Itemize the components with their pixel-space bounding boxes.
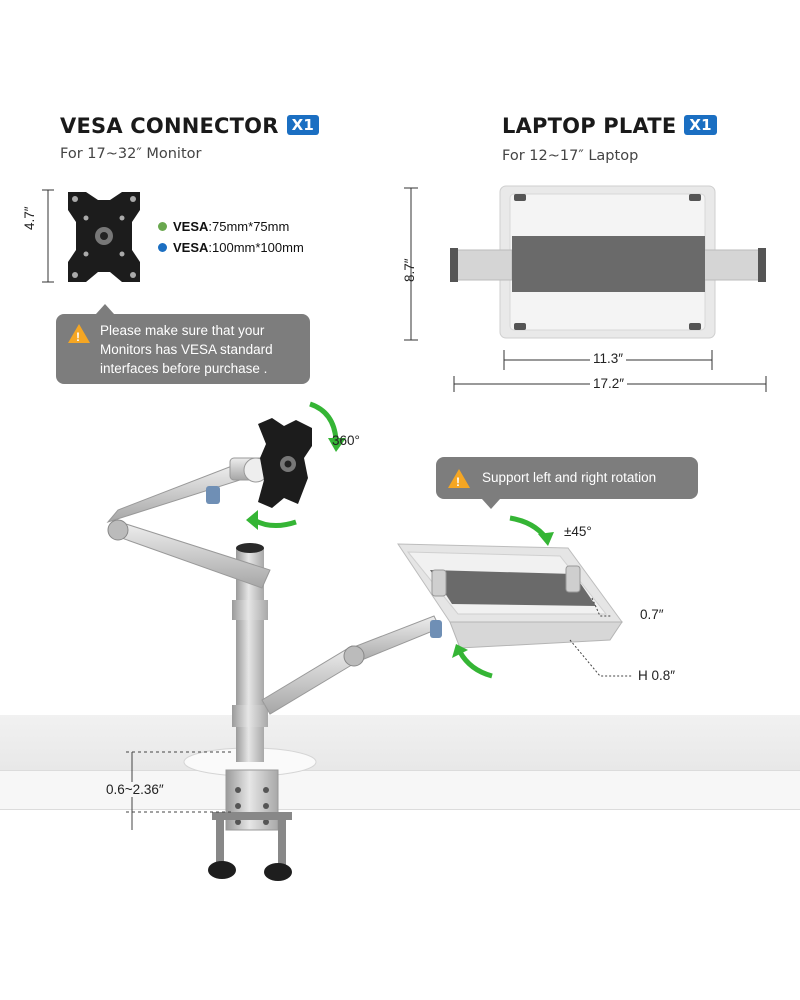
clamp-range-label: 0.6~2.36″ bbox=[104, 782, 166, 797]
notice-pointer bbox=[482, 499, 500, 509]
lip-height-label: 0.7″ bbox=[640, 607, 664, 622]
plate-height-label: H 0.8″ bbox=[638, 668, 676, 683]
warning-icon: ! bbox=[68, 324, 90, 344]
mount-assembly bbox=[106, 401, 632, 881]
vesa-plate-diagram bbox=[42, 189, 140, 283]
warning-icon: ! bbox=[448, 469, 470, 489]
mounted-laptop-plate bbox=[397, 543, 623, 649]
vesa-qty-badge: X1 bbox=[286, 115, 320, 135]
laptop-outer-width-label: 17.2″ bbox=[590, 376, 628, 391]
green-dot-icon bbox=[158, 222, 167, 231]
vesa-warning-text: Please make sure that your Monitors has … bbox=[100, 323, 273, 376]
clamp-knob-left bbox=[208, 861, 236, 879]
vesa-subtitle: For 17~32″ Monitor bbox=[60, 146, 202, 162]
monitor-rotation-label: 360° bbox=[332, 433, 360, 448]
laptop-inner-width-label: 11.3″ bbox=[590, 351, 627, 366]
vesa-title: VESA CONNECTOR X1 bbox=[60, 114, 320, 138]
vesa-title-text: VESA CONNECTOR bbox=[60, 114, 279, 138]
rotation-arrow-heads bbox=[246, 438, 554, 658]
vesa-height-label: 4.7″ bbox=[22, 206, 37, 230]
laptop-title-text: LAPTOP PLATE bbox=[502, 114, 677, 138]
mounted-vesa-plate bbox=[258, 418, 312, 508]
vesa-height-dimension bbox=[42, 189, 54, 283]
laptop-height-label: 8.7″ bbox=[402, 258, 417, 282]
clamp-knob-right bbox=[264, 863, 292, 881]
rotation-notice: ! Support left and right rotation bbox=[436, 457, 698, 499]
vesa-spec-100: VESA:100mm*100mm bbox=[158, 240, 304, 255]
laptop-height-dimension bbox=[404, 187, 418, 341]
monitor-arm-upper bbox=[106, 465, 241, 523]
vesa-warning-notice: ! Please make sure that your Monitors ha… bbox=[56, 314, 310, 384]
laptop-qty-badge: X1 bbox=[684, 115, 717, 135]
notice-pointer bbox=[96, 304, 114, 314]
laptop-plate-diagram bbox=[404, 185, 767, 392]
desk-clamp bbox=[225, 769, 279, 831]
laptop-subtitle: For 12~17″ Laptop bbox=[502, 148, 639, 164]
vesa-spec-75: VESA:75mm*75mm bbox=[158, 219, 289, 234]
laptop-title: LAPTOP PLATE X1 bbox=[502, 114, 717, 138]
blue-dot-icon bbox=[158, 243, 167, 252]
tilt-angle-label: ±45° bbox=[564, 524, 592, 539]
rotation-notice-text: Support left and right rotation bbox=[482, 470, 657, 485]
